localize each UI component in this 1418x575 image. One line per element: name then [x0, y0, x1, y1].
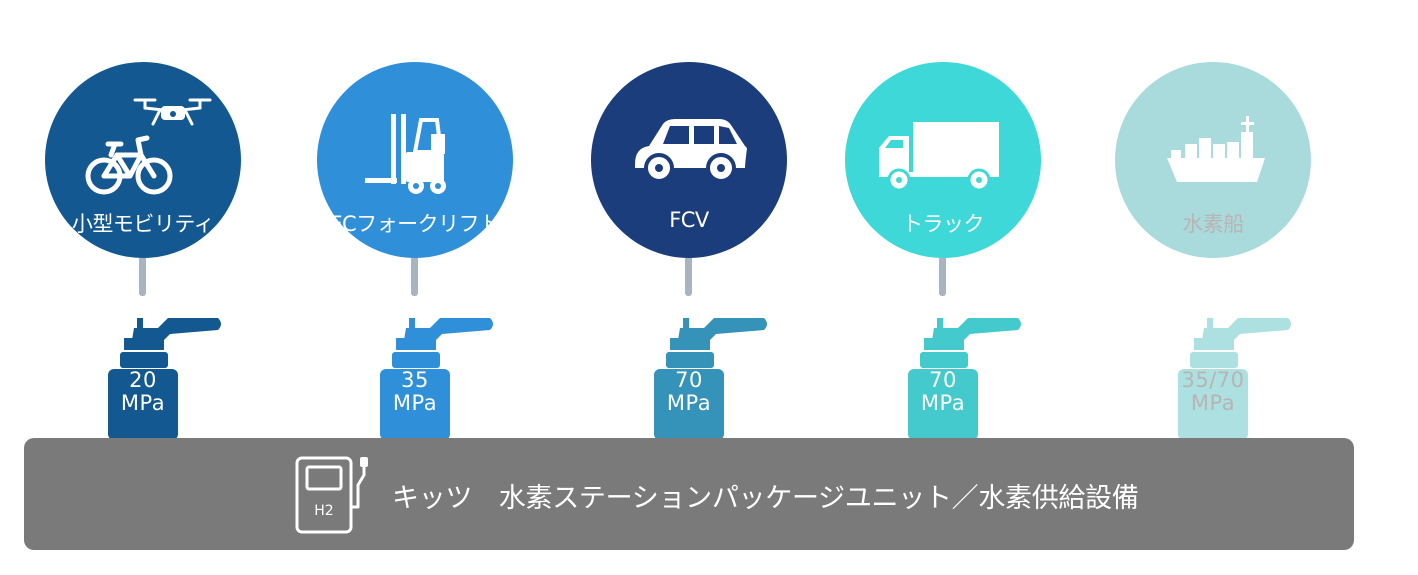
valve-icon: [380, 318, 493, 440]
vehicle-label: FCV: [669, 208, 709, 232]
vehicle-label: 小型モビリティ: [71, 212, 215, 236]
pressure-value: 35/70: [1181, 368, 1245, 392]
valve: 20 MPa: [108, 314, 228, 440]
valve-icon: [654, 318, 767, 440]
connector-stem: [685, 258, 692, 296]
valve: 70 MPa: [908, 314, 1028, 440]
station-column-truck: トラック 70 MPa: [844, 0, 1044, 440]
vehicle-circle: FCフォークリフト: [317, 62, 513, 258]
station-column-fc-forklift: FCフォークリフト 35 MPa: [316, 0, 516, 440]
vehicle-label: FCフォークリフト: [330, 212, 500, 236]
pressure-rating: 35/70 MPa: [1178, 369, 1248, 415]
pressure-rating: 35 MPa: [380, 369, 450, 415]
pressure-rating: 20 MPa: [108, 369, 178, 415]
pressure-value: 20: [129, 368, 157, 392]
pressure-unit: MPa: [920, 391, 966, 415]
connector-stem: [411, 258, 418, 296]
pressure-value: 70: [929, 368, 957, 392]
station-column-hydrogen-ship: 水素船 35/70 MPa: [1114, 0, 1314, 440]
pressure-rating: 70 MPa: [908, 369, 978, 415]
vehicle-label: トラック: [902, 212, 985, 236]
valve-icon: [908, 318, 1021, 440]
pressure-rating: 70 MPa: [654, 369, 724, 415]
base-title: キッツ 水素ステーションパッケージユニット／水素供給設備: [392, 483, 1139, 514]
station-column-fcv: FCV 70 MPa: [590, 0, 790, 440]
connector-stem: [139, 258, 146, 296]
dispenser-label: H2: [314, 503, 333, 519]
valve-icon: [1178, 318, 1291, 440]
vehicle-circle: FCV: [591, 62, 787, 258]
connector-stem: [1209, 258, 1216, 296]
pressure-unit: MPa: [120, 391, 166, 415]
car-icon: [635, 119, 747, 183]
pressure-value: 35: [401, 368, 429, 392]
valve: 35 MPa: [380, 314, 500, 440]
drone-bicycle-icon: [85, 98, 212, 195]
pressure-unit: MPa: [392, 391, 438, 415]
vehicle-label: 水素船: [1182, 212, 1244, 236]
forklift-icon: [365, 114, 446, 194]
connector-stem: [939, 258, 946, 296]
pressure-value: 70: [675, 368, 703, 392]
truck-icon: [879, 122, 999, 192]
pressure-unit: MPa: [1190, 391, 1236, 415]
vehicle-circle: 水素船: [1115, 62, 1311, 258]
vehicle-circle: トラック: [845, 62, 1041, 258]
valve: 35/70 MPa: [1178, 314, 1298, 440]
pressure-unit: MPa: [666, 391, 712, 415]
hydrogen-dispenser-icon: H2: [295, 456, 368, 534]
vehicle-circle: 小型モビリティ: [45, 62, 241, 258]
valve: 70 MPa: [654, 314, 774, 440]
station-column-small-mobility: 小型モビリティ 20 MPa: [44, 0, 244, 440]
ship-icon: [1167, 116, 1265, 182]
valve-icon: [108, 318, 221, 440]
station-package-unit-base: H2 キッツ 水素ステーションパッケージユニット／水素供給設備: [24, 438, 1354, 550]
